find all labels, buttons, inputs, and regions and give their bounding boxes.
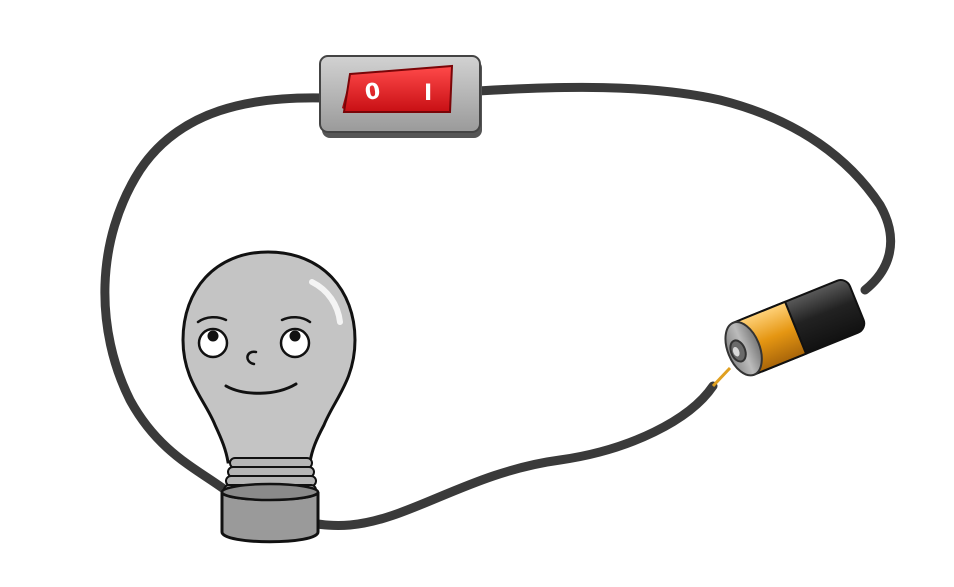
light-bulb [181,250,357,544]
left-eyebrow [196,316,228,324]
right-eye [279,327,311,359]
battery-terminal-inner [732,346,740,357]
mouth [224,382,298,395]
right-pupil [289,330,301,342]
bulb-highlight [309,279,343,325]
wire-switch-to-battery [473,82,896,295]
switch-rocker[interactable] [342,64,454,113]
left-pupil [207,330,219,342]
wire-battery-to-bulb [295,381,718,530]
wire-tip [711,366,732,388]
bulb-base-rim [220,482,320,502]
wire-switch-to-bulb [100,93,331,500]
rocker-switch[interactable]: 0 I [319,55,482,138]
right-eyebrow [280,316,312,324]
switch-on-mark: I [424,81,432,106]
left-eye [197,327,229,359]
bulb-face [196,316,312,395]
nose [246,350,258,366]
switch-off-mark: 0 [363,79,382,106]
battery [724,279,866,377]
wires [100,82,896,530]
